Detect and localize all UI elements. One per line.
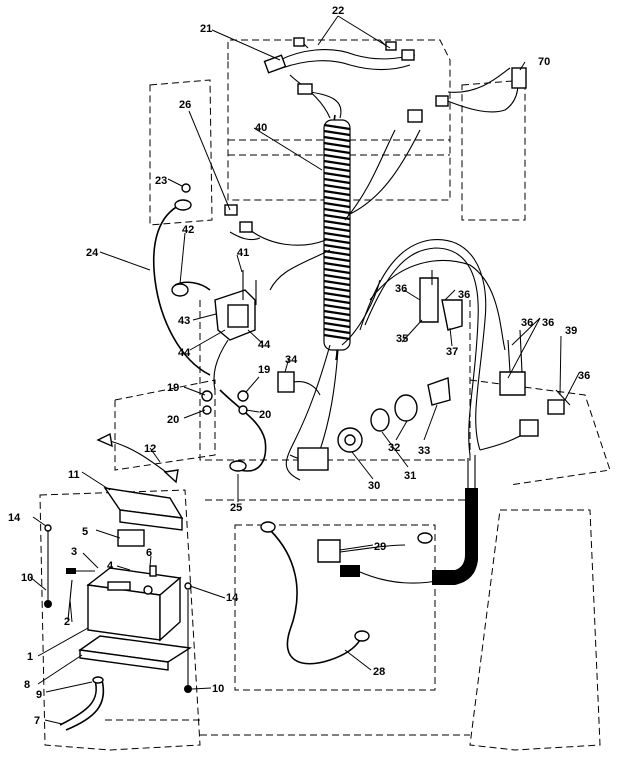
callout-20-left: 20: [167, 414, 179, 426]
callout-9: 9: [36, 689, 42, 701]
callout-4: 4: [107, 560, 114, 572]
callout-20-right: 20: [259, 409, 271, 421]
cable-28: [260, 521, 441, 665]
callout-12: 12: [144, 443, 156, 455]
brackets-36-39: [499, 329, 571, 437]
callout-36-a: 36: [395, 283, 407, 295]
main-harness-40: [249, 74, 531, 585]
callout-32: 32: [388, 442, 400, 454]
callout-21: 21: [200, 23, 212, 35]
callout-29: 29: [374, 541, 386, 553]
tractor-outline: [39, 39, 611, 751]
top-wires-21-22: [263, 37, 416, 95]
callout-2: 2: [64, 616, 70, 628]
brackets-35-37: [419, 270, 463, 331]
callout-14-right: 14: [226, 592, 239, 604]
ignition-components: [289, 377, 451, 471]
callout-14-left: 14: [8, 512, 21, 524]
callout-35: 35: [396, 333, 408, 345]
callout-42: 42: [182, 224, 194, 236]
callout-31: 31: [404, 470, 416, 482]
callout-36-e: 36: [578, 370, 590, 382]
callout-28: 28: [373, 666, 385, 678]
callout-10-right: 10: [212, 683, 224, 695]
callout-8: 8: [24, 679, 30, 691]
callout-1: 1: [27, 651, 33, 663]
callout-11: 11: [68, 469, 80, 481]
callout-5: 5: [82, 526, 88, 538]
callout-36-d: 36: [542, 317, 554, 329]
callout-7: 7: [34, 715, 40, 727]
callout-24: 24: [86, 247, 99, 259]
callout-19-left: 19: [167, 382, 179, 394]
leader-lines: [29, 15, 580, 725]
callout-19-right: 19: [258, 364, 270, 376]
callout-33: 33: [418, 445, 430, 457]
battery-cable-25: [201, 389, 267, 472]
callout-41: 41: [237, 247, 249, 259]
switch-34: [277, 371, 321, 396]
callout-43: 43: [178, 315, 190, 327]
callout-labels: 22 21 70 26 40 23 42 24 41 43 44 44 34 1…: [8, 5, 590, 727]
connector-70: [407, 67, 527, 123]
callout-26: 26: [179, 99, 191, 111]
ground-wire-24: [152, 183, 211, 376]
callout-30: 30: [368, 480, 380, 492]
callout-22: 22: [332, 5, 344, 17]
battery-assembly: [44, 432, 192, 731]
callout-6: 6: [146, 547, 152, 559]
callout-10-left: 10: [21, 572, 33, 584]
callout-37: 37: [446, 346, 458, 358]
loom-coils: [323, 123, 351, 341]
callout-36-b: 36: [458, 289, 470, 301]
callout-44-left: 44: [178, 347, 191, 359]
callout-36-c: 36: [521, 317, 533, 329]
callout-39: 39: [565, 325, 577, 337]
callout-40: 40: [255, 122, 267, 134]
solenoid-assembly: [171, 204, 261, 391]
callout-44-right: 44: [258, 339, 271, 351]
callout-34: 34: [285, 354, 298, 366]
callout-70: 70: [538, 56, 550, 68]
callout-3: 3: [71, 546, 77, 558]
callout-23: 23: [155, 175, 167, 187]
callout-25: 25: [230, 502, 242, 514]
